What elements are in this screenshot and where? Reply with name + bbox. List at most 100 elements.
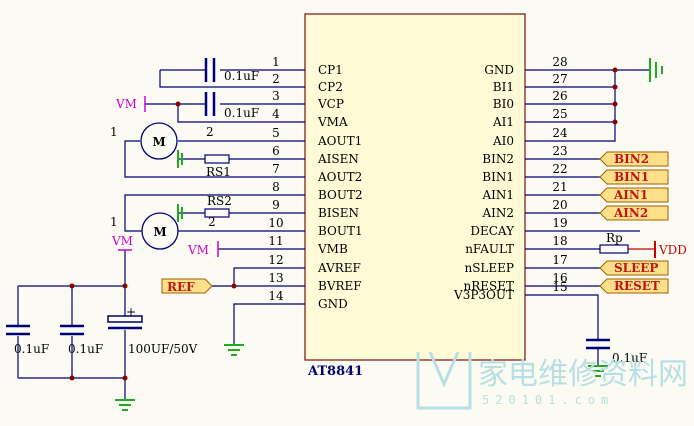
resistor-rs1 [204, 154, 230, 164]
right-pin-name: BIN2 [482, 152, 514, 166]
right-pin-number: 22 [552, 162, 567, 176]
ic-body [304, 13, 526, 361]
watermark-logo [416, 351, 472, 410]
right-pin-name: AI0 [492, 134, 514, 148]
ic-name: AT8841 [307, 364, 363, 379]
net-label-flag [599, 260, 669, 276]
vm-label-2: VM [187, 243, 209, 257]
right-pin-name: nRESET [463, 279, 514, 293]
net-label-flag [599, 151, 669, 167]
net-label-bin2: BIN2 [614, 152, 649, 166]
left-pin-number: 5 [272, 126, 280, 140]
left-pin-name: VCP [317, 97, 344, 111]
left-pin-name: VMB [317, 242, 348, 256]
motor-b-pin1: 1 [110, 215, 118, 229]
right-pin-number: 17 [552, 253, 567, 267]
cap-bulk3-label: 100UF/50V [128, 342, 198, 356]
left-pin-name: AOUT2 [317, 170, 362, 184]
cap-bulk1-label: 0.1uF [14, 342, 49, 356]
motor-a-pin1: 1 [110, 125, 118, 139]
right-pin-number: 23 [552, 144, 567, 158]
right-pin-number: 21 [552, 180, 567, 194]
left-pin-name: AVREF [317, 261, 361, 275]
motor-b-pin2: 2 [208, 215, 216, 229]
left-pin-name: CP1 [318, 63, 343, 77]
left-pin-number: 13 [268, 271, 283, 285]
net-label-flag [599, 205, 669, 221]
left-pin-number: 2 [272, 72, 280, 86]
left-pin-number: 14 [268, 289, 284, 303]
cap-bulk2-label: 0.1uF [68, 342, 103, 356]
motor-b-label: M [153, 225, 166, 239]
left-pin-name: BOUT1 [318, 224, 363, 238]
right-pin-number: 20 [552, 198, 567, 212]
right-pin-name: nSLEEP [464, 261, 514, 275]
left-pin-number: 3 [272, 89, 280, 103]
rp-label: Rp [606, 231, 623, 245]
rs2-label: RS2 [207, 194, 232, 208]
net-label-flag [599, 278, 669, 294]
right-pin-number: 28 [552, 55, 567, 69]
right-pin-name: BI1 [493, 80, 514, 94]
net-label-sleep: SLEEP [614, 261, 658, 275]
left-pin-name: AISEN [317, 152, 359, 166]
cap-v3p3-label: 0.1uF [612, 351, 647, 365]
right-pin-name: AI1 [492, 115, 514, 129]
motor-b [141, 212, 179, 250]
left-pin-number: 10 [268, 216, 283, 230]
right-pin-number: 24 [552, 126, 568, 140]
right-pin-number: 16 [552, 271, 567, 285]
cap-cp-label: 0.1uF [224, 69, 259, 83]
left-pin-number: 4 [272, 107, 280, 121]
right-pin-number: 15 [552, 280, 567, 294]
left-pin-name: AOUT1 [317, 134, 362, 148]
motor-a-label: M [152, 135, 165, 149]
left-pin-number: 9 [272, 198, 280, 212]
left-pin-name: CP2 [318, 80, 343, 94]
motor-a-pin2: 2 [206, 125, 214, 139]
left-pin-number: 12 [268, 253, 283, 267]
left-pin-number: 6 [272, 144, 280, 158]
vm-label-3: VM [111, 234, 133, 248]
rs1-label: RS1 [206, 165, 231, 179]
net-label-flag [599, 187, 669, 203]
net-label-ref: REF [167, 280, 195, 294]
left-pin-name: GND [318, 297, 348, 311]
right-pin-name: AIN2 [481, 206, 514, 220]
left-pin-number: 7 [272, 162, 280, 176]
left-pin-number: 8 [272, 180, 280, 194]
right-pin-number: 18 [552, 234, 567, 248]
vdd-label: VDD [658, 243, 687, 257]
left-pin-number: 11 [268, 234, 283, 248]
motor-a [140, 122, 178, 160]
left-pin-name: BVREF [318, 279, 362, 293]
right-pin-name: BIN1 [482, 170, 514, 184]
net-label-flag [599, 169, 669, 185]
resistor-rp [599, 244, 629, 254]
net-label-ain1: AIN1 [613, 188, 648, 202]
left-pin-number: 1 [272, 55, 280, 69]
right-pin-number: 19 [552, 216, 567, 230]
watermark-text: 家电维修资料网 [478, 357, 688, 392]
net-label-reset: RESET [614, 279, 660, 293]
right-pin-number: 26 [552, 89, 567, 103]
cap-vcp-label: 0.1uF [224, 106, 259, 120]
right-pin-name: BI0 [493, 97, 514, 111]
right-pin-name: GND [484, 63, 514, 77]
right-pin-name: AIN1 [481, 188, 514, 202]
right-pin-name: DECAY [470, 224, 515, 238]
net-label-bin1: BIN1 [614, 170, 649, 184]
left-pin-name: BOUT2 [318, 188, 363, 202]
cap-polarity-plus: + [126, 305, 136, 319]
right-pin-number: 27 [552, 72, 567, 86]
right-pin-name: nFAULT [465, 242, 514, 256]
vm-label-1: VM [115, 97, 137, 111]
watermark-url: 520101.com [482, 393, 614, 407]
resistor-rs2 [204, 208, 230, 218]
net-label-ain2: AIN2 [613, 206, 648, 220]
net-label-ref-flag [161, 278, 213, 294]
right-pin-name: V3P3OUT [453, 288, 514, 302]
right-pin-number: 25 [552, 107, 567, 121]
